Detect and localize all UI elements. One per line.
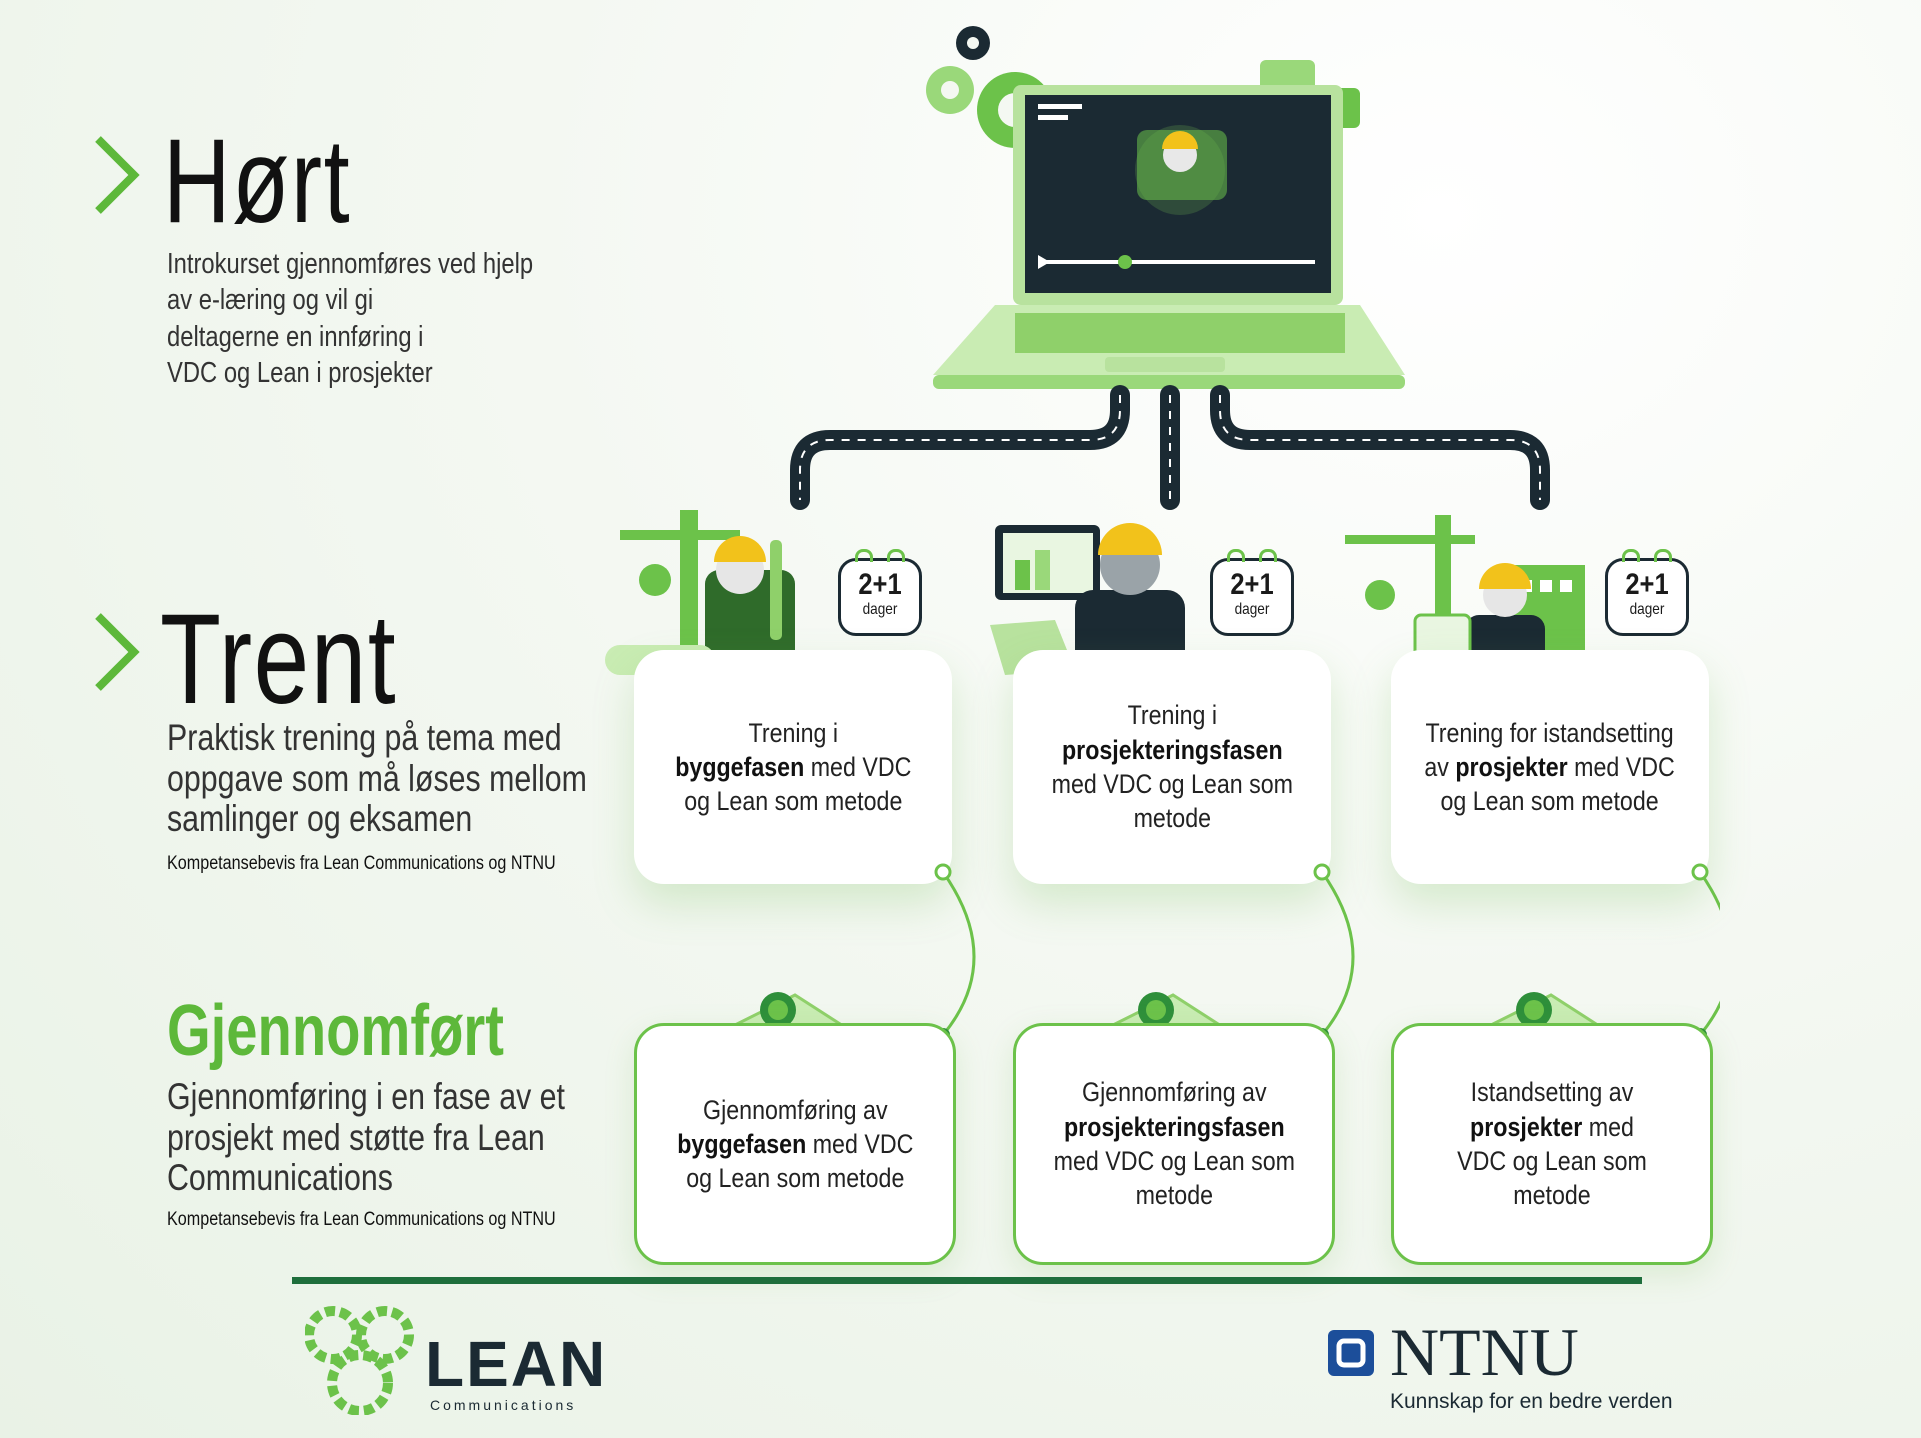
duration-unit: dager xyxy=(862,601,898,618)
training-card-prosjekteringsfasen: Trening i prosjekteringsfasen med VDC og… xyxy=(1013,650,1331,884)
duration-badge: 2+1 dager xyxy=(1210,549,1294,636)
gjennomfort-note: Kompetansebevis fra Lean Communications … xyxy=(167,1209,556,1230)
duration-number: 2+1 xyxy=(858,568,902,601)
footer-divider xyxy=(292,1277,1642,1284)
duration-badge: 2+1 dager xyxy=(838,549,922,636)
gear-icon xyxy=(1365,580,1395,610)
card-line: Istandsetting av xyxy=(1470,1077,1634,1108)
ntnu-logo-text: NTNU xyxy=(1390,1314,1579,1390)
lean-logo-subtext: Communications xyxy=(430,1397,577,1413)
card-line: av xyxy=(1424,751,1456,782)
ntnu-square-icon xyxy=(1328,1330,1374,1376)
trent-description-line: Praktisk trening på tema med xyxy=(167,717,562,758)
ntnu-logo: NTNU Kunnskap for en bedre verden xyxy=(1328,1318,1673,1417)
trent-description: Praktisk trening på tema med oppgave som… xyxy=(167,717,587,840)
card-line: med VDC og Lean som xyxy=(1053,1146,1295,1176)
gear-icon xyxy=(926,66,974,114)
card-bold: prosjekteringsfasen xyxy=(1063,1111,1285,1142)
card-line: metode xyxy=(1135,1180,1213,1211)
hort-description-line: deltagerne en innføring i xyxy=(167,320,424,353)
duration-badge: 2+1 dager xyxy=(1605,549,1689,636)
training-card-byggefasen: Trening i byggefasen med VDC og Lean som… xyxy=(634,650,952,884)
card-line: med VDC xyxy=(803,751,912,782)
card-line: og Lean som metode xyxy=(685,1163,905,1194)
section-title-gjennomfort: Gjennomført xyxy=(167,991,504,1071)
chevron-right-icon xyxy=(95,136,140,214)
duration-unit: dager xyxy=(1629,601,1665,618)
completion-card-prosjekteringsfasen: Gjennomføring av prosjekteringsfasen med… xyxy=(1013,1023,1335,1265)
hort-description: Introkurset gjennomføres ved hjelp av e-… xyxy=(167,246,533,391)
road-connectors xyxy=(790,385,1550,510)
card-bold: byggefasen xyxy=(674,751,804,782)
trent-note: Kompetansebevis fra Lean Communications … xyxy=(167,853,556,874)
card-line: Trening i xyxy=(748,717,838,748)
laptop-elearning-illustration xyxy=(926,26,1405,389)
training-card-istandsetting: Trening for istandsetting av prosjekter … xyxy=(1391,650,1709,884)
section-title-hort: Hørt xyxy=(163,114,352,248)
gjennomfort-description-line: prosjekt med støtte fra Lean xyxy=(167,1116,545,1158)
chevron-right-icon xyxy=(95,613,140,691)
card-line: med VDC xyxy=(805,1128,914,1159)
card-line: Trening for istandsetting xyxy=(1425,717,1675,748)
card-bold: prosjekter xyxy=(1470,1111,1583,1142)
gjennomfort-description: Gjennomføring i en fase av et prosjekt m… xyxy=(167,1076,565,1199)
card-line: med VDC xyxy=(1568,751,1676,782)
completion-card-byggefasen: Gjennomføring av byggefasen med VDC og L… xyxy=(634,1023,956,1265)
completion-card-istandsetting: Istandsetting av prosjekter med VDC og L… xyxy=(1391,1023,1713,1265)
section-title-trent: Trent xyxy=(160,588,398,731)
construction-worker-illustration xyxy=(605,510,795,675)
hort-description-line: VDC og Lean i prosjekter xyxy=(167,356,433,389)
gjennomfort-description-line: Communications xyxy=(167,1157,393,1199)
lean-gears-icon xyxy=(305,1306,414,1415)
card-line: Gjennomføring av xyxy=(702,1094,888,1125)
card-line: med xyxy=(1582,1111,1634,1142)
card-line: VDC og Lean som metode xyxy=(1457,1146,1647,1211)
card-bold: byggefasen xyxy=(676,1128,806,1159)
lean-logo-text: LEAN xyxy=(425,1328,608,1400)
trent-description-line: samlinger og eksamen xyxy=(167,798,473,840)
card-line: Trening i xyxy=(1127,700,1217,731)
card-bold: prosjekteringsfasen xyxy=(1061,734,1283,765)
card-line: og Lean som metode xyxy=(1440,786,1660,817)
duration-number: 2+1 xyxy=(1230,568,1274,601)
card-bold: prosjekter xyxy=(1455,751,1569,782)
card-line: Gjennomføring av xyxy=(1081,1077,1267,1108)
trent-description-line: oppgave som må løses mellom xyxy=(167,757,587,799)
gear-icon xyxy=(956,26,990,60)
duration-number: 2+1 xyxy=(1625,568,1669,601)
card-line: med VDC og Lean som xyxy=(1051,769,1293,799)
lean-communications-logo: LEAN Communications xyxy=(305,1305,635,1415)
duration-unit: dager xyxy=(1234,601,1270,618)
ntnu-tagline: Kunnskap for en bedre verden xyxy=(1390,1390,1673,1413)
card-line: og Lean som metode xyxy=(683,786,903,817)
gear-icon xyxy=(639,564,671,596)
hort-description-line: av e-læring og vil gi xyxy=(167,284,374,317)
gjennomfort-description-line: Gjennomføring i en fase av et xyxy=(167,1076,565,1117)
hort-description-line: Introkurset gjennomføres ved hjelp xyxy=(167,248,534,280)
wrench-icon xyxy=(770,540,782,640)
card-line: metode xyxy=(1133,803,1211,834)
